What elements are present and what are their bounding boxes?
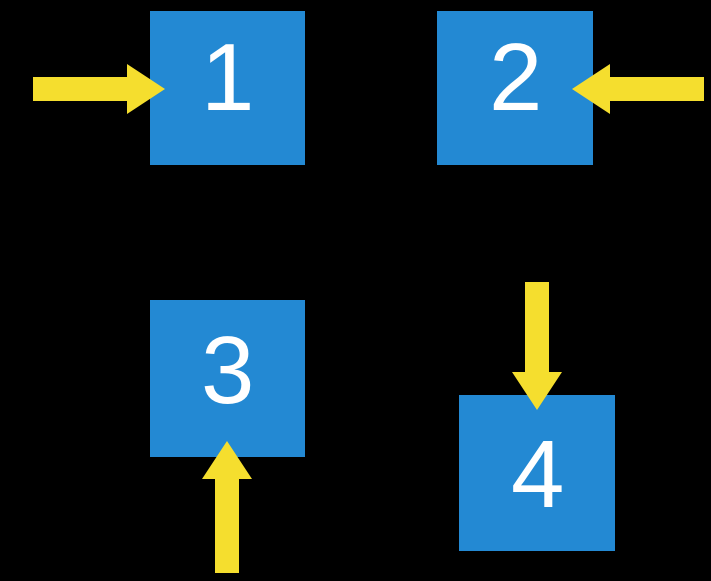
node-label-3: 3	[201, 317, 255, 424]
arrow-right-into-node-1	[33, 64, 165, 114]
node-label-2: 2	[489, 24, 543, 131]
arrow-right-icon	[33, 64, 165, 114]
arrow-down-icon	[512, 282, 562, 410]
node-box-2[interactable]	[437, 11, 593, 165]
node-label-4: 4	[511, 421, 565, 528]
node-label-1: 1	[201, 24, 255, 131]
arrow-up-icon	[202, 441, 252, 573]
node-box-4[interactable]	[459, 395, 615, 551]
arrow-down-into-node-4	[512, 282, 562, 410]
node-box-3[interactable]	[150, 300, 305, 457]
arrow-up-into-node-3	[202, 441, 252, 573]
node-box-1[interactable]	[150, 11, 305, 165]
